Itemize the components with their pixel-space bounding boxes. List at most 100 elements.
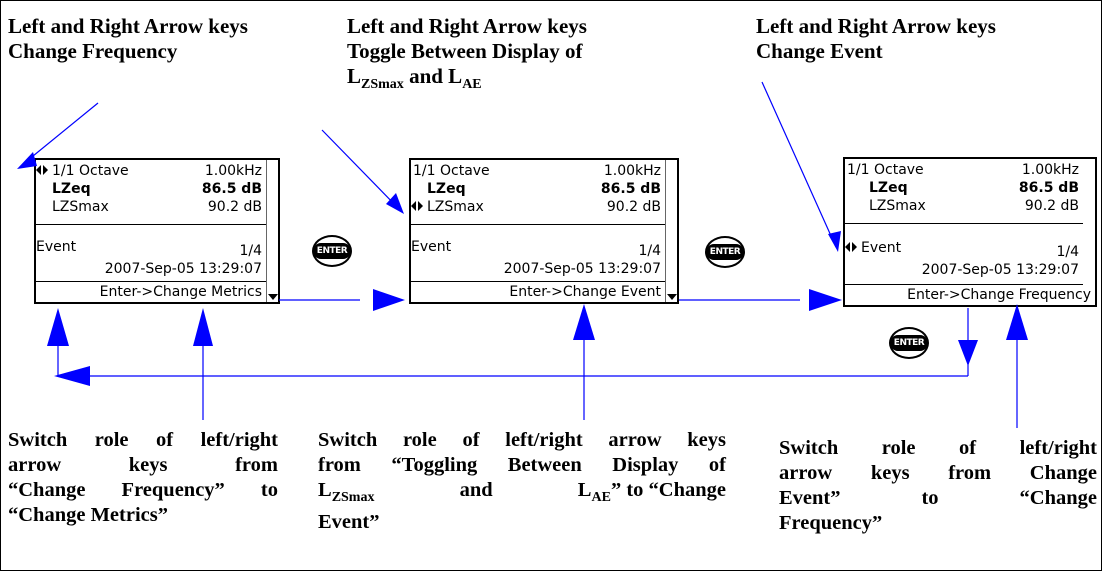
arrowhead-toggle bbox=[386, 193, 404, 214]
caption-toggle-display: Left and Right Arrow keys Toggle Between… bbox=[347, 14, 587, 97]
event-label: Event bbox=[411, 239, 452, 255]
event-count: 1/4 bbox=[239, 243, 262, 259]
caption-line: Switch role of left/right bbox=[779, 437, 1097, 459]
arrowhead-return-down bbox=[958, 340, 978, 366]
screen-divider bbox=[36, 224, 266, 225]
screen-divider bbox=[36, 281, 266, 282]
arrowhead-return-left bbox=[54, 366, 90, 386]
caption-switch-to-change-event: Switch role of left/right arrow keys fro… bbox=[318, 428, 726, 535]
pointer-arrow-toggle bbox=[321, 129, 401, 211]
caption-line-formula: LZSmax and LAE bbox=[347, 64, 587, 97]
arrowhead-metrics-up bbox=[193, 308, 213, 346]
screen-scrollbar[interactable] bbox=[665, 160, 677, 302]
enter-key-label: ENTER bbox=[312, 243, 352, 259]
enter-key-icon[interactable]: ENTER bbox=[705, 236, 745, 268]
arrowhead-screen2-to-3 bbox=[809, 289, 842, 311]
caption-zsmax-subscript: ZSmax bbox=[361, 77, 404, 92]
frequency-value: 1.00kHz bbox=[603, 163, 661, 179]
screen-divider bbox=[845, 223, 1083, 224]
screen-row-event: Event 1/4 bbox=[845, 239, 1083, 260]
caption-line: Change Event bbox=[756, 39, 883, 63]
mode-label: 1/1 Octave bbox=[847, 162, 924, 178]
screen-row-metric2: LZSmax 90.2 dB bbox=[845, 197, 1083, 215]
enter-key-icon[interactable]: ENTER bbox=[312, 235, 352, 267]
metric1-label: LZeq bbox=[52, 181, 91, 197]
screen-row-event: Event 1/4 bbox=[36, 238, 266, 259]
caption-line-formula: LZSmax and LAE” to “Change bbox=[318, 478, 726, 510]
caption-l-symbol: L bbox=[347, 64, 362, 88]
caption-line: Event” bbox=[318, 511, 380, 533]
screen-hint: Enter->Change Metrics bbox=[99, 284, 262, 300]
arrowhead-screen1-up bbox=[47, 308, 69, 346]
event-count: 1/4 bbox=[1056, 244, 1079, 260]
caption-change-event: Left and Right Arrow keys Change Event bbox=[756, 14, 996, 64]
screen-row-metric1: LZeq 86.5 dB bbox=[36, 180, 266, 198]
mode-label: 1/1 Octave bbox=[413, 163, 490, 179]
scroll-down-icon[interactable] bbox=[268, 294, 278, 300]
arrowhead-event bbox=[828, 231, 841, 252]
metric1-value: 86.5 dB bbox=[600, 181, 661, 197]
caption-line: Left and Right Arrow keys bbox=[347, 14, 587, 38]
caption-line: arrow keys from Change bbox=[779, 462, 1097, 484]
caption-l-symbol: L bbox=[577, 479, 592, 501]
meter-screen-change-event: 1/1 Octave 1.00kHz LZeq 86.5 dB LZSmax 9… bbox=[409, 158, 679, 304]
metric2-value: 90.2 dB bbox=[207, 199, 262, 215]
screen-row-mode: 1/1 Octave 1.00kHz bbox=[36, 162, 266, 180]
lr-arrow-icon bbox=[845, 239, 857, 257]
caption-ae-subscript: AE bbox=[591, 490, 611, 505]
enter-key-label: ENTER bbox=[705, 244, 745, 260]
arrowhead-frequency bbox=[17, 152, 37, 169]
metric2-label: LZSmax bbox=[427, 199, 484, 215]
caption-l-symbol: L bbox=[318, 479, 332, 501]
screen-row-metric1: LZeq 86.5 dB bbox=[411, 180, 665, 198]
screen-row-metric1: LZeq 86.5 dB bbox=[845, 179, 1083, 197]
frequency-value: 1.00kHz bbox=[204, 163, 262, 179]
screen-row-metric2: LZSmax 90.2 dB bbox=[36, 198, 266, 216]
screen-row-mode: 1/1 Octave 1.00kHz bbox=[411, 162, 665, 180]
caption-formula-part: LAE” to “Change bbox=[578, 478, 726, 510]
caption-line: Left and Right Arrow keys bbox=[8, 14, 248, 38]
caption-line: Event” to “Change bbox=[779, 487, 1097, 509]
metric2-label: LZSmax bbox=[52, 199, 109, 215]
arrowhead-frequency-up bbox=[1006, 304, 1028, 340]
caption-and-text: and bbox=[459, 479, 493, 501]
meter-screen-change-metrics: 1/1 Octave 1.00kHz LZeq 86.5 dB LZSmax 9… bbox=[34, 158, 280, 304]
arrowhead-screen1-to-2 bbox=[373, 289, 405, 311]
lr-arrow-icon bbox=[411, 198, 423, 216]
metric2-value: 90.2 dB bbox=[1024, 198, 1079, 214]
screen-row-event: Event 1/4 bbox=[411, 238, 665, 259]
caption-line: Switch role of left/right arrow keys bbox=[318, 429, 726, 451]
screen-hint: Enter->Change Event bbox=[509, 284, 661, 300]
event-label: Event bbox=[861, 240, 902, 256]
caption-line: Switch role of left/right bbox=[8, 429, 278, 451]
scroll-down-icon[interactable] bbox=[667, 294, 677, 300]
event-count: 1/4 bbox=[638, 243, 661, 259]
metric1-label: LZeq bbox=[869, 180, 908, 196]
screen-row-timestamp: 2007-Sep-05 13:29:07 bbox=[411, 260, 665, 278]
caption-line: “Change Frequency” to bbox=[8, 479, 278, 501]
metric1-value: 86.5 dB bbox=[201, 181, 262, 197]
caption-l-symbol: L bbox=[448, 64, 463, 88]
caption-change-frequency: Left and Right Arrow keys Change Frequen… bbox=[8, 14, 248, 64]
caption-line: arrow keys from bbox=[8, 454, 278, 476]
screen-row-mode: 1/1 Octave 1.00kHz bbox=[845, 161, 1083, 179]
screen-row-timestamp: 2007-Sep-05 13:29:07 bbox=[36, 260, 266, 278]
caption-line: from “Toggling Between Display of bbox=[318, 454, 726, 476]
frequency-value: 1.00kHz bbox=[1021, 162, 1079, 178]
screen-divider bbox=[411, 281, 665, 282]
enter-key-icon[interactable]: ENTER bbox=[889, 327, 929, 359]
metric2-value: 90.2 dB bbox=[606, 199, 661, 215]
caption-ae-subscript: AE bbox=[462, 77, 482, 92]
screen-scrollbar[interactable] bbox=[266, 160, 278, 302]
caption-line: Toggle Between Display of bbox=[347, 39, 583, 63]
caption-and-text: and bbox=[403, 64, 449, 88]
screen-divider bbox=[845, 284, 1083, 285]
caption-line: Change Frequency bbox=[8, 39, 178, 63]
screen-divider bbox=[411, 224, 665, 225]
caption-switch-to-change-frequency: Switch role of left/right arrow keys fro… bbox=[779, 436, 1097, 536]
mode-label: 1/1 Octave bbox=[52, 163, 129, 179]
event-label: Event bbox=[36, 239, 77, 255]
pointer-arrow-event bbox=[761, 81, 837, 248]
